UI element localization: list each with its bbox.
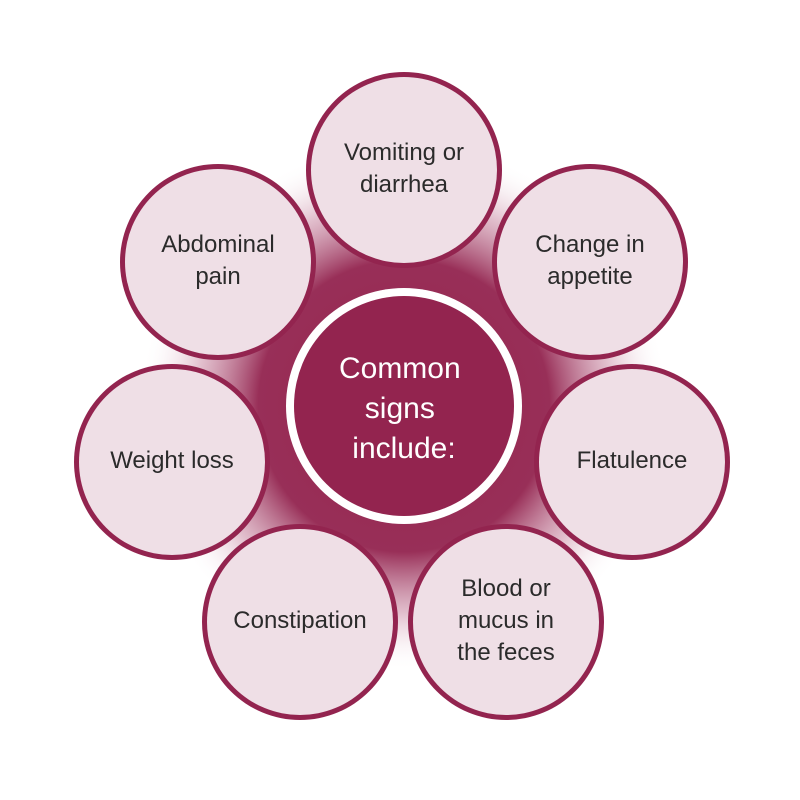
petal-circle	[539, 369, 725, 555]
petal-label: Flatulence	[577, 447, 688, 474]
center-hub-line-1: Common	[339, 352, 461, 385]
petal-circle	[79, 369, 265, 555]
petal-label-line: appetite	[547, 263, 632, 290]
petal-label: Weight loss	[110, 447, 234, 474]
petal-flatulence: Flatulence	[534, 364, 730, 560]
petal-blood-or-mucus-in-the-feces: Blood or mucus in the feces	[408, 524, 604, 720]
petal-circle	[497, 169, 683, 355]
petal-circle	[207, 529, 393, 715]
petal-circle	[413, 529, 599, 715]
petal-label-line: pain	[195, 263, 240, 290]
petal-circle	[311, 77, 497, 263]
petal-label: Constipation	[233, 607, 366, 634]
center-hub-label: Common signs include:	[339, 352, 469, 465]
petal-constipation: Constipation	[202, 524, 398, 720]
center-hub-line-3: include:	[352, 432, 455, 465]
petal-label-line: Constipation	[233, 607, 366, 634]
petal-label-line: Blood or	[461, 575, 550, 602]
petal-weight-loss: Weight loss	[74, 364, 270, 560]
center-hub-circle	[294, 296, 514, 516]
petal-label-line: Abdominal	[161, 231, 274, 258]
petal-label-line: Weight loss	[110, 447, 234, 474]
petal-label-line: diarrhea	[360, 171, 449, 198]
petal-label-line: mucus in	[458, 607, 554, 634]
center-hub: Common signs include:	[286, 288, 522, 524]
petal-label: Change in appetite	[535, 231, 644, 290]
petal-abdominal-pain: Abdominal pain	[120, 164, 316, 360]
petal-circle	[125, 169, 311, 355]
petal-label-line: Vomiting or	[344, 139, 464, 166]
petal-label-line: Change in	[535, 231, 644, 258]
petal-label-line: Flatulence	[577, 447, 688, 474]
petal-label: Blood or mucus in the feces	[457, 575, 554, 666]
petal-label: Abdominal pain	[161, 231, 274, 290]
petal-label-line: the feces	[457, 639, 554, 666]
center-hub-line-2: signs	[365, 392, 435, 425]
petal-change-in-appetite: Change in appetite	[492, 164, 688, 360]
petal-label: Vomiting or diarrhea	[344, 139, 464, 198]
petal-vomiting-or-diarrhea: Vomiting or diarrhea	[306, 72, 502, 268]
